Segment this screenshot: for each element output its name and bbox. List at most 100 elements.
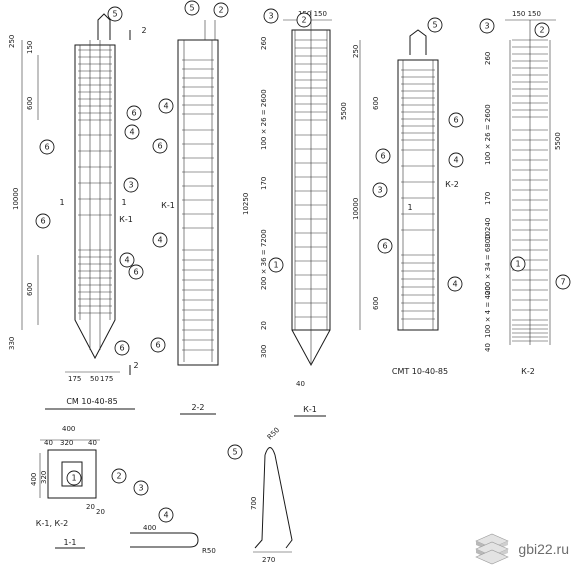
reference-circle-4-cm-bottom: 4 — [119, 252, 135, 268]
reference-number: 4 — [157, 236, 162, 245]
dim-R50-bar5: R50 — [266, 426, 281, 441]
caption-k2: К-2 — [521, 367, 535, 376]
caption-k1: К-1 — [303, 405, 317, 414]
dim-150-150-k2: 150 150 — [512, 10, 541, 18]
reference-circle-6-cm-lower-right: 6 — [128, 264, 144, 280]
reference-number: 4 — [453, 156, 458, 165]
reference-circle-3-k2-label: 3 — [479, 18, 495, 34]
reference-circle-6-section-22-bottom: 6 — [150, 337, 166, 353]
section-mark-2-cm-bottom: 2 — [133, 361, 138, 370]
dim-10250: 10250 — [242, 193, 250, 215]
reference-number: 4 — [124, 256, 129, 265]
reference-number: 3 — [377, 186, 382, 195]
view-captions: СМ 10-40-85 2-2 К-1 СМТ 10-40-85 К-2 1-1… — [36, 26, 535, 547]
reference-number: 6 — [119, 344, 124, 353]
reference-number: 4 — [129, 128, 134, 137]
reference-circle-4-section-22: 4 — [158, 98, 174, 114]
dim-600-cm-bottom: 600 — [26, 283, 34, 296]
reference-circle-6-cmt-lower: 6 — [377, 238, 393, 254]
reference-number: 1 — [71, 474, 76, 483]
rebar-lines — [78, 30, 548, 362]
dim-20-section-a: 20 — [86, 503, 95, 511]
reference-circle-5-cm: 5 — [107, 6, 123, 22]
dim-40-section-right: 40 — [88, 439, 97, 447]
dim-170-k1: 170 — [260, 177, 268, 190]
section-mark-2-cm-top: 2 — [141, 26, 146, 35]
cage-k2-elevation — [505, 19, 556, 345]
reference-number: 6 — [380, 152, 385, 161]
dimension-labels: 250 150 600 10000 600 330 175 50 175 102… — [8, 10, 562, 564]
label-k1-22: К-1 — [161, 201, 175, 210]
reference-number: 4 — [452, 280, 457, 289]
dim-700: 700 — [250, 497, 258, 510]
dim-100x26-k1: 100 × 26 = 2600 — [260, 89, 268, 150]
dim-150-150-k1: 150 150 — [298, 10, 327, 18]
reference-number: 1 — [515, 260, 520, 269]
reference-circle-6-cm-left: 6 — [39, 139, 55, 155]
reference-number: 6 — [157, 142, 162, 151]
dim-260-k2: 260 — [484, 52, 492, 65]
reference-number: 6 — [155, 341, 160, 350]
dim-400-bar4: 400 — [143, 524, 156, 532]
reference-circle-3-cmt: 3 — [372, 182, 388, 198]
caption-k1-k2: К-1, К-2 — [36, 519, 68, 528]
reference-number: 5 — [189, 4, 194, 13]
dim-10000-cmt: 10000 — [352, 198, 360, 220]
dim-175-left: 175 — [68, 375, 81, 383]
reference-number: 6 — [382, 242, 387, 251]
dim-260-k1: 260 — [260, 37, 268, 50]
reference-circle-6-cm-tip: 6 — [114, 340, 130, 356]
dim-250-cm: 250 — [8, 35, 16, 48]
reference-circle-2-section-22: 2 — [213, 2, 229, 18]
reference-number: 3 — [484, 22, 489, 31]
section-2-2-elevation — [177, 20, 219, 366]
section-mark-1-cmt: 1 — [407, 203, 412, 212]
reference-circle-1-k2-side: 1 — [510, 256, 526, 272]
reference-circle-7-k2: 7 — [555, 274, 571, 290]
stacked-slabs-icon — [475, 533, 510, 565]
dim-330-cm: 330 — [8, 337, 16, 350]
brand-text: gbi22.ru — [518, 541, 569, 557]
reference-number: 5 — [112, 10, 117, 19]
section-mark-1-cm-right: 1 — [121, 198, 126, 207]
reference-number: 5 — [432, 21, 437, 30]
reference-circle-4-bar-detail: 4 — [158, 507, 174, 523]
dim-250-cmt: 250 — [352, 45, 360, 58]
reference-circle-4-section-22-bottom: 4 — [152, 232, 168, 248]
dim-10240: 10240 — [484, 218, 492, 240]
reference-circle-6-cmt: 6 — [448, 112, 464, 128]
reference-circle-2-k1-top: 2 — [296, 12, 312, 28]
reference-number: 3 — [268, 12, 273, 21]
dim-320-section: 320 — [60, 439, 73, 447]
reference-circle-5-cmt: 5 — [427, 17, 443, 33]
dim-600-cmt-top: 600 — [372, 97, 380, 110]
reference-number: 2 — [301, 16, 306, 25]
reference-number: 6 — [44, 143, 49, 152]
dim-200x36: 200 × 36 = 7200 — [260, 229, 268, 290]
bar-details — [130, 447, 293, 553]
reference-circle-6-cm: 6 — [126, 105, 142, 121]
dim-40-section-left: 40 — [44, 439, 53, 447]
reference-number: 2 — [116, 472, 121, 481]
reference-circle-6-cm-lower: 6 — [35, 213, 51, 229]
reference-number: 6 — [131, 109, 136, 118]
caption-cmt: СМТ 10-40-85 — [392, 367, 448, 376]
reference-circle-2-k2-top: 2 — [534, 22, 550, 38]
dim-200x34: 200 × 34 = 6800 — [484, 234, 492, 295]
dim-300-k1: 300 — [260, 345, 268, 358]
reference-circle-5-section-22: 5 — [184, 0, 200, 16]
dim-40-k1: 40 — [296, 380, 305, 388]
reference-number: 6 — [40, 217, 45, 226]
dim-20-section-b: 20 — [96, 508, 105, 516]
reference-circle-6-cmt-left: 6 — [375, 148, 391, 164]
reference-number: 4 — [163, 511, 168, 520]
reference-circle-3-k1-label: 3 — [263, 8, 279, 24]
reference-circle-4-cmt: 4 — [448, 152, 464, 168]
reference-circle-3-cross-section: 3 — [133, 480, 149, 496]
label-k1-cm: К-1 — [119, 215, 133, 224]
dim-5500-k1: 5500 — [340, 102, 348, 120]
reference-circle-1-k1: 1 — [268, 257, 284, 273]
reference-circle-2-cross-section: 2 — [111, 468, 127, 484]
dim-170-k2: 170 — [484, 192, 492, 205]
